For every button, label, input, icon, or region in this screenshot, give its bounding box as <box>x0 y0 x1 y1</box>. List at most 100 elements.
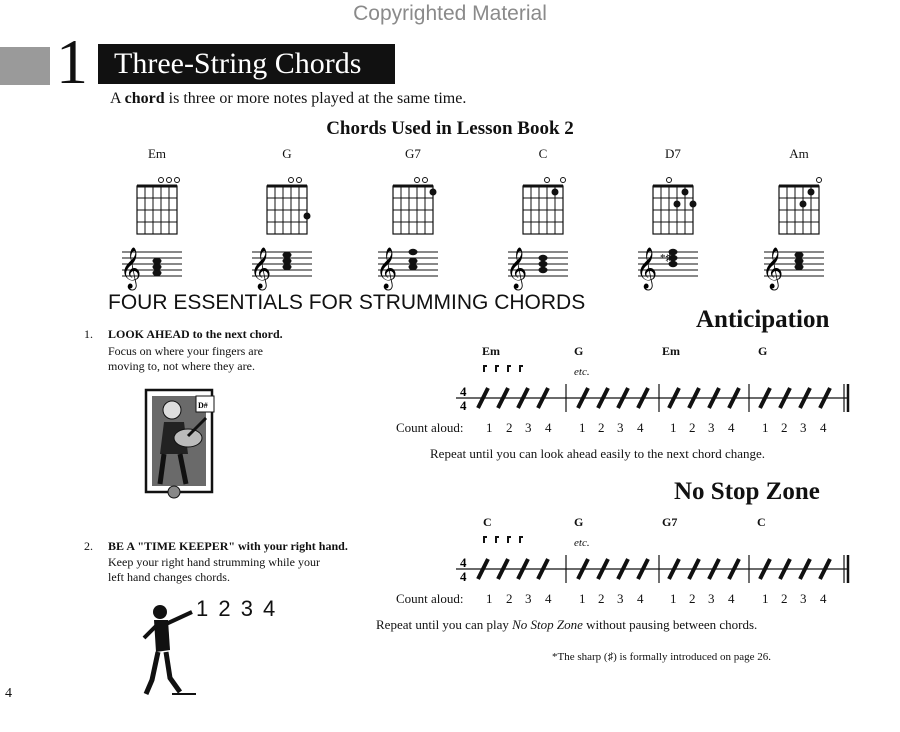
intro-text: A chord is three or more notes played at… <box>110 90 466 108</box>
essential-1-number: 1. <box>84 327 93 341</box>
count-3: 3 <box>800 420 807 435</box>
chord-am: Am 𝄞 <box>754 146 844 292</box>
chord-g: G 𝄞 <box>242 146 332 292</box>
exercise-2-chord-1: C <box>483 515 492 529</box>
lesson-title: Three-String Chords <box>114 47 362 80</box>
count-2: 2 <box>781 420 788 435</box>
essential-1-heading: LOOK AHEAD to the next chord. <box>108 327 283 341</box>
chord-name: G <box>282 146 292 161</box>
chord-diagram: 𝄞 <box>120 177 182 290</box>
count-2: 2 <box>689 420 696 435</box>
chords-heading: Chords Used in Lesson Book 2 <box>326 118 574 139</box>
intro-bold: chord <box>124 90 165 107</box>
time-sig-bottom: 4 <box>460 398 467 413</box>
exercise-1-chord-2: G <box>574 344 584 358</box>
count-3: 3 <box>525 591 532 606</box>
chord-name: Em <box>147 146 167 161</box>
count-3: 3 <box>708 591 715 606</box>
sharp-icon: *♯ <box>660 252 672 264</box>
count-1: 1 <box>762 420 769 435</box>
chord-c: C 𝄞 <box>498 146 588 292</box>
chapter-tab <box>0 47 50 85</box>
exercise-2-count-label: Count aloud: <box>396 591 464 606</box>
count-4: 4 <box>728 420 735 435</box>
count-1: 1 <box>486 591 493 606</box>
essential-1-line-2: moving to, not where they are. <box>108 359 255 373</box>
count-1: 1 <box>486 420 493 435</box>
count-4: 4 <box>545 420 552 435</box>
slash-notes <box>476 558 832 580</box>
exercise-1-chord-4: G <box>758 344 768 358</box>
treble-clef-icon: 𝄞 <box>376 247 397 290</box>
treble-clef-icon: 𝄞 <box>762 247 783 290</box>
watermark-text: Copyrighted Material <box>353 2 547 25</box>
intro-post: is three or more notes played at the sam… <box>164 90 467 107</box>
count-3: 3 <box>617 591 624 606</box>
exercise-2-title: No Stop Zone <box>674 478 820 505</box>
time-sig-bottom: 4 <box>460 569 467 584</box>
footnote: *The sharp (♯) is formally introduced on… <box>552 651 772 663</box>
chord-name: G7 <box>405 146 421 161</box>
staff <box>122 251 182 277</box>
chord-diagram: 𝄞 <box>506 177 568 290</box>
lesson-number: 1 <box>56 26 88 97</box>
exercise-1-etc: etc. <box>574 366 590 378</box>
count-1: 1 <box>579 420 586 435</box>
essential-2-heading: BE A "TIME KEEPER" with your right hand. <box>108 539 348 553</box>
essential-2-line-1: Keep your right hand strumming while you… <box>108 555 320 569</box>
count-1: 1 <box>579 591 586 606</box>
count-4: 4 <box>820 420 827 435</box>
treble-clef-icon: 𝄞 <box>636 247 657 290</box>
exercise-1-chord-1: Em <box>482 344 500 358</box>
fretboard <box>136 177 180 235</box>
chord-em: Em 𝄞 <box>112 146 202 292</box>
chord-name: D7 <box>665 146 681 161</box>
repeat-italic: No Stop Zone <box>512 617 583 632</box>
chord-name: Am <box>789 146 809 161</box>
count-2: 2 <box>598 591 605 606</box>
chord-diagram: 𝄞 <box>762 177 824 290</box>
count-3: 3 <box>617 420 624 435</box>
guitar-player-illustration: D# <box>144 388 215 499</box>
exercise-1-title: Anticipation <box>696 306 830 333</box>
exercise-1-rhythm-staff: 4 4 <box>456 365 850 413</box>
count-2: 2 <box>506 420 513 435</box>
time-keeper-illustration <box>142 605 196 695</box>
page-number: 4 <box>5 686 12 701</box>
svg-text:D#: D# <box>198 401 208 410</box>
exercise-2-chord-3: G7 <box>662 515 678 529</box>
count-1: 1 <box>762 591 769 606</box>
title-bar: Three-String Chords <box>98 44 395 84</box>
chord-name: C <box>538 146 548 161</box>
exercise-1-chord-3: Em <box>662 344 680 358</box>
time-sig-top: 4 <box>460 384 467 399</box>
count-4: 4 <box>637 420 644 435</box>
count-3: 3 <box>800 591 807 606</box>
count-2: 2 <box>598 420 605 435</box>
intro-pre: A <box>110 90 125 107</box>
chord-diagram: 𝄞 <box>250 177 312 290</box>
count-4: 4 <box>820 591 827 606</box>
treble-clef-icon: 𝄞 <box>120 247 141 290</box>
treble-clef-icon: 𝄞 <box>250 247 271 290</box>
count-2: 2 <box>506 591 513 606</box>
chord-d7: D7 𝄞 *♯ <box>628 146 718 292</box>
repeat-pre: Repeat until you can play <box>376 617 513 632</box>
count-1: 1 <box>670 420 677 435</box>
treble-clef-icon: 𝄞 <box>506 247 527 290</box>
chord-diagram: 𝄞 *♯ <box>636 177 698 290</box>
essential-1-line-1: Focus on where your fingers are <box>108 344 263 358</box>
time-sig-top: 4 <box>460 555 467 570</box>
essential-2-number: 2. <box>84 539 93 553</box>
count-4: 4 <box>545 591 552 606</box>
count-2: 2 <box>689 591 696 606</box>
repeat-post: without pausing between chords. <box>582 617 758 632</box>
count-4: 4 <box>728 591 735 606</box>
exercise-2-chord-4: C <box>757 515 766 529</box>
chord-g7: G7 𝄞 <box>368 146 458 292</box>
count-4: 4 <box>637 591 644 606</box>
count-3: 3 <box>708 420 715 435</box>
exercise-2-chord-2: G <box>574 515 584 529</box>
essential-2-line-2: left hand changes chords. <box>108 570 230 584</box>
exercise-1-count-label: Count aloud: <box>396 420 464 435</box>
